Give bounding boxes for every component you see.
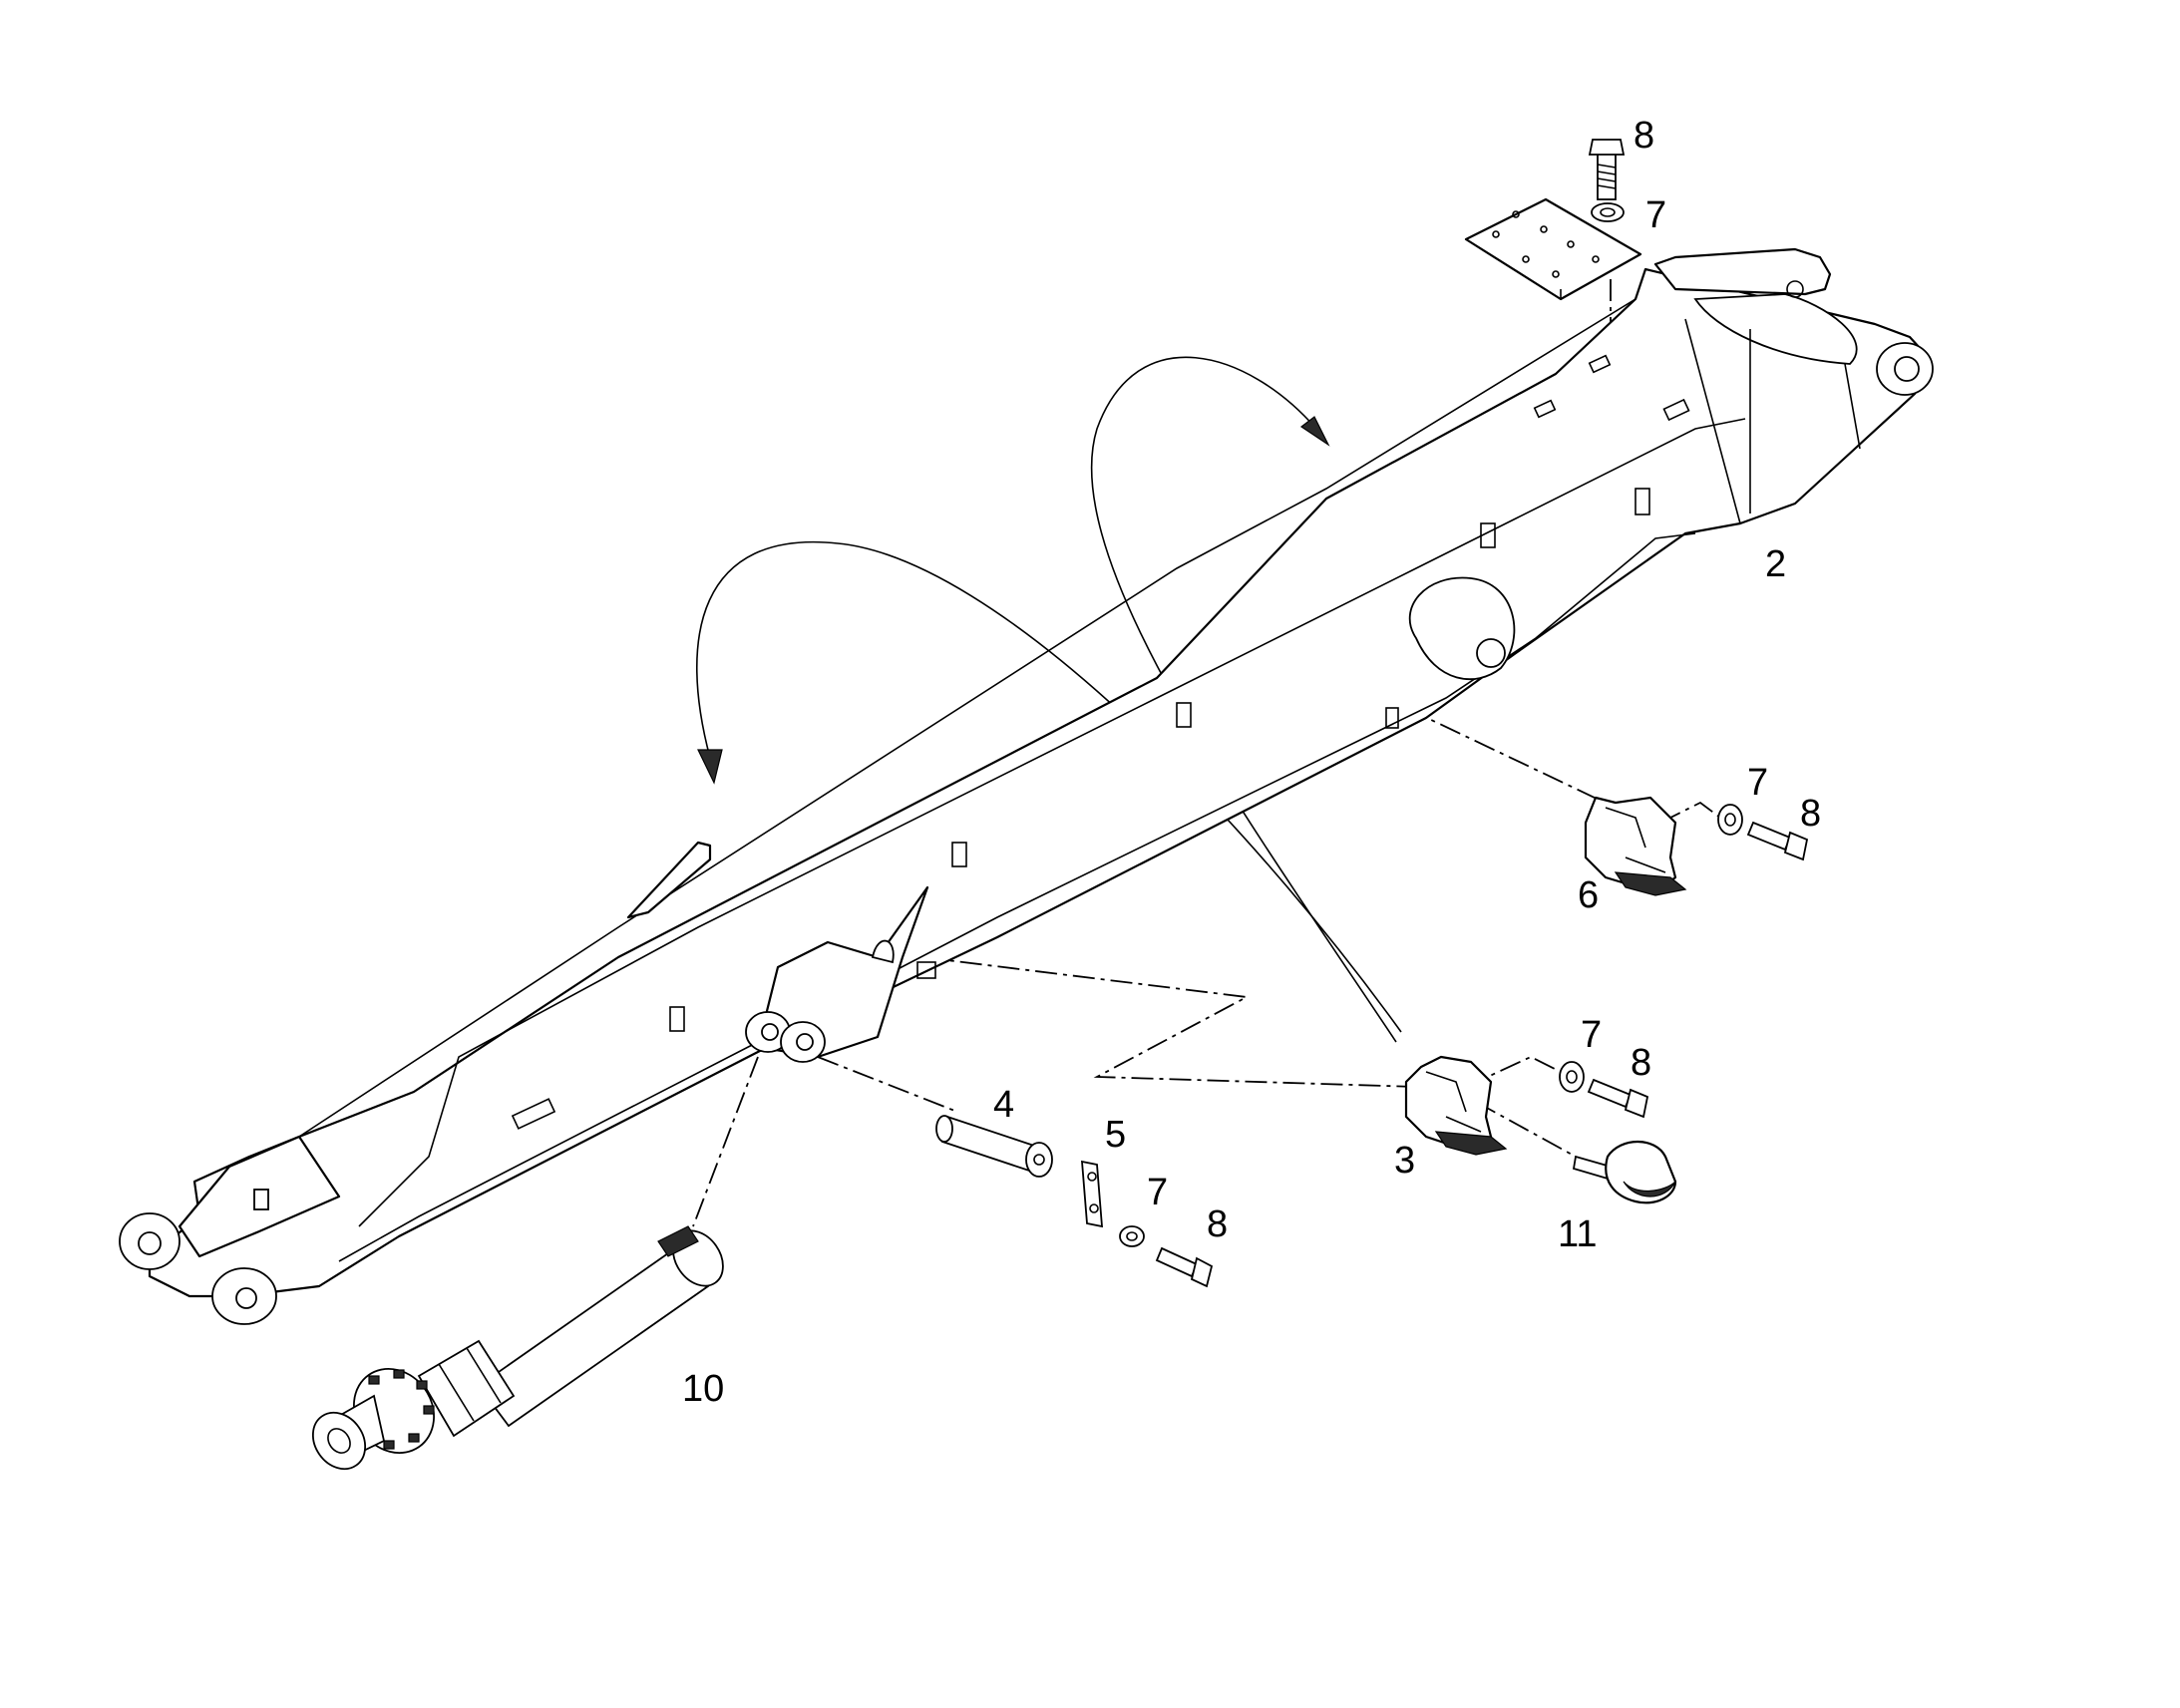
assembly-line-washer-7-mid [1465, 1056, 1562, 1088]
washer-7-top [1591, 202, 1625, 222]
cylinder-eye-hole [327, 1428, 351, 1454]
boom-rear-bolt-hole [1786, 280, 1804, 298]
assembly-line-washer-7-right [1659, 801, 1721, 824]
rotation-arrow-lower-head [697, 749, 723, 785]
boom-rear-seam-a [1684, 318, 1741, 524]
boom-rear-cavity [1693, 293, 1858, 365]
assembly-line-bracket-3 [921, 956, 1417, 1088]
assembly-line-part-11 [1475, 1101, 1577, 1158]
plate-5-hole-a [1087, 1172, 1097, 1182]
part-11-pad [1623, 1181, 1676, 1197]
callout-5: 5 [1105, 1114, 1126, 1156]
part-11-body [1605, 1140, 1677, 1204]
bolt-8-mid-head [1624, 1088, 1649, 1119]
boom-rear-pivot-hole [1894, 356, 1920, 382]
cylinder-rod-end-clamp [657, 1225, 699, 1257]
callout-6: 6 [1578, 874, 1599, 916]
bolt-8-bottom-head [1190, 1256, 1214, 1288]
cylinder-flange-bolts [363, 1369, 435, 1450]
boom-mount-ear [871, 939, 895, 964]
callout-labels: 2 3 4 5 6 7 7 7 7 8 8 8 8 10 11 [682, 115, 1821, 1410]
rotation-arrow-lower [696, 540, 1402, 1033]
pin-4-shaft [940, 1115, 1039, 1174]
cylinder-eye [311, 1411, 367, 1471]
boom-front-pin-right-hole [235, 1287, 257, 1309]
boom-front-lug [253, 1189, 269, 1210]
bolt-8-right-head [1783, 831, 1809, 861]
callout-7-mid: 7 [1581, 1014, 1602, 1056]
bolt-8-bottom-shank [1155, 1246, 1199, 1278]
washer-7-right [1717, 804, 1743, 836]
washer-7-mid-hole [1566, 1070, 1578, 1084]
boom-top-edge [298, 298, 1636, 1138]
boom-bottom-line [338, 532, 1696, 1262]
plate-5-hole-b [1089, 1203, 1099, 1213]
washer-7-right-hole [1724, 813, 1736, 827]
boom-surface-marks [511, 354, 1690, 1130]
callout-8-top: 8 [1634, 115, 1654, 157]
callout-10: 10 [682, 1368, 724, 1410]
wear-plate-holes [1492, 210, 1600, 278]
pin-group [935, 1115, 1214, 1288]
bolt-8-mid-shank [1587, 1078, 1633, 1109]
washer-7-mid [1559, 1061, 1585, 1093]
rotation-arrows [696, 356, 1402, 1043]
boom-cylinder-mount [756, 885, 929, 1059]
bracket-3-group [1404, 1055, 1677, 1204]
boom-front-pin-left-hole [138, 1231, 162, 1255]
bracket-6-detail [1605, 807, 1666, 873]
assembly-line-cylinder [692, 1056, 759, 1227]
cylinder-barrel [477, 1244, 710, 1428]
assembly-line-bracket-6 [1405, 707, 1617, 809]
boom-arm [119, 247, 1934, 1325]
bracket-3-pad [1434, 1131, 1508, 1156]
cylinder-gland-ring-b [438, 1363, 475, 1422]
bracket-6 [1584, 796, 1677, 894]
plate-5 [1081, 1160, 1103, 1228]
boom-upper-fin [626, 841, 712, 919]
callout-7-bottom: 7 [1147, 1172, 1168, 1213]
boom-rear-seam-c [1844, 363, 1861, 450]
hydraulic-cylinder-10 [311, 1225, 724, 1471]
pin-4-head [1025, 1142, 1053, 1178]
bracket-3-detail [1425, 1071, 1482, 1133]
assembly-line-pin-4 [817, 1056, 958, 1113]
callout-2: 2 [1765, 543, 1786, 585]
callout-3: 3 [1394, 1140, 1415, 1182]
rotation-arrow-upper [1090, 356, 1397, 1043]
pin-4-head-hole [1033, 1154, 1045, 1166]
callout-8-mid: 8 [1631, 1042, 1651, 1084]
boom-mount-pivot-1-hole [761, 1023, 779, 1041]
top-fastener-group [1464, 139, 1642, 301]
washer-7-bottom [1119, 1225, 1145, 1247]
callout-7-right: 7 [1747, 762, 1768, 804]
bolt-8-top-thread [1597, 164, 1617, 189]
washer-7-top-hole [1600, 207, 1616, 217]
cylinder-gland [417, 1339, 516, 1438]
boom-rear-head-top [1653, 247, 1832, 296]
callout-11: 11 [1558, 1213, 1597, 1255]
bracket-6-pad [1614, 871, 1687, 896]
rotation-arrow-upper-head [1299, 416, 1330, 447]
cylinder-gland-ring-a [466, 1347, 502, 1404]
bolt-8-top-head [1588, 139, 1626, 156]
callout-4: 4 [993, 1084, 1014, 1126]
callout-7-top: 7 [1645, 194, 1666, 236]
boom-side-line [358, 418, 1746, 1227]
pin-4-end [935, 1115, 953, 1143]
boom-body [148, 267, 1932, 1298]
bolt-8-right-shank [1746, 821, 1792, 852]
bracket-6-group [1584, 796, 1809, 896]
boom-mount-pivot-2-hole [796, 1033, 814, 1051]
boom-side-pivot [1476, 638, 1506, 668]
washer-7-bottom-hole [1126, 1231, 1138, 1241]
assembly-lines [692, 279, 1721, 1227]
callout-8-right: 8 [1800, 793, 1821, 835]
callout-8-bottom: 8 [1207, 1203, 1228, 1245]
